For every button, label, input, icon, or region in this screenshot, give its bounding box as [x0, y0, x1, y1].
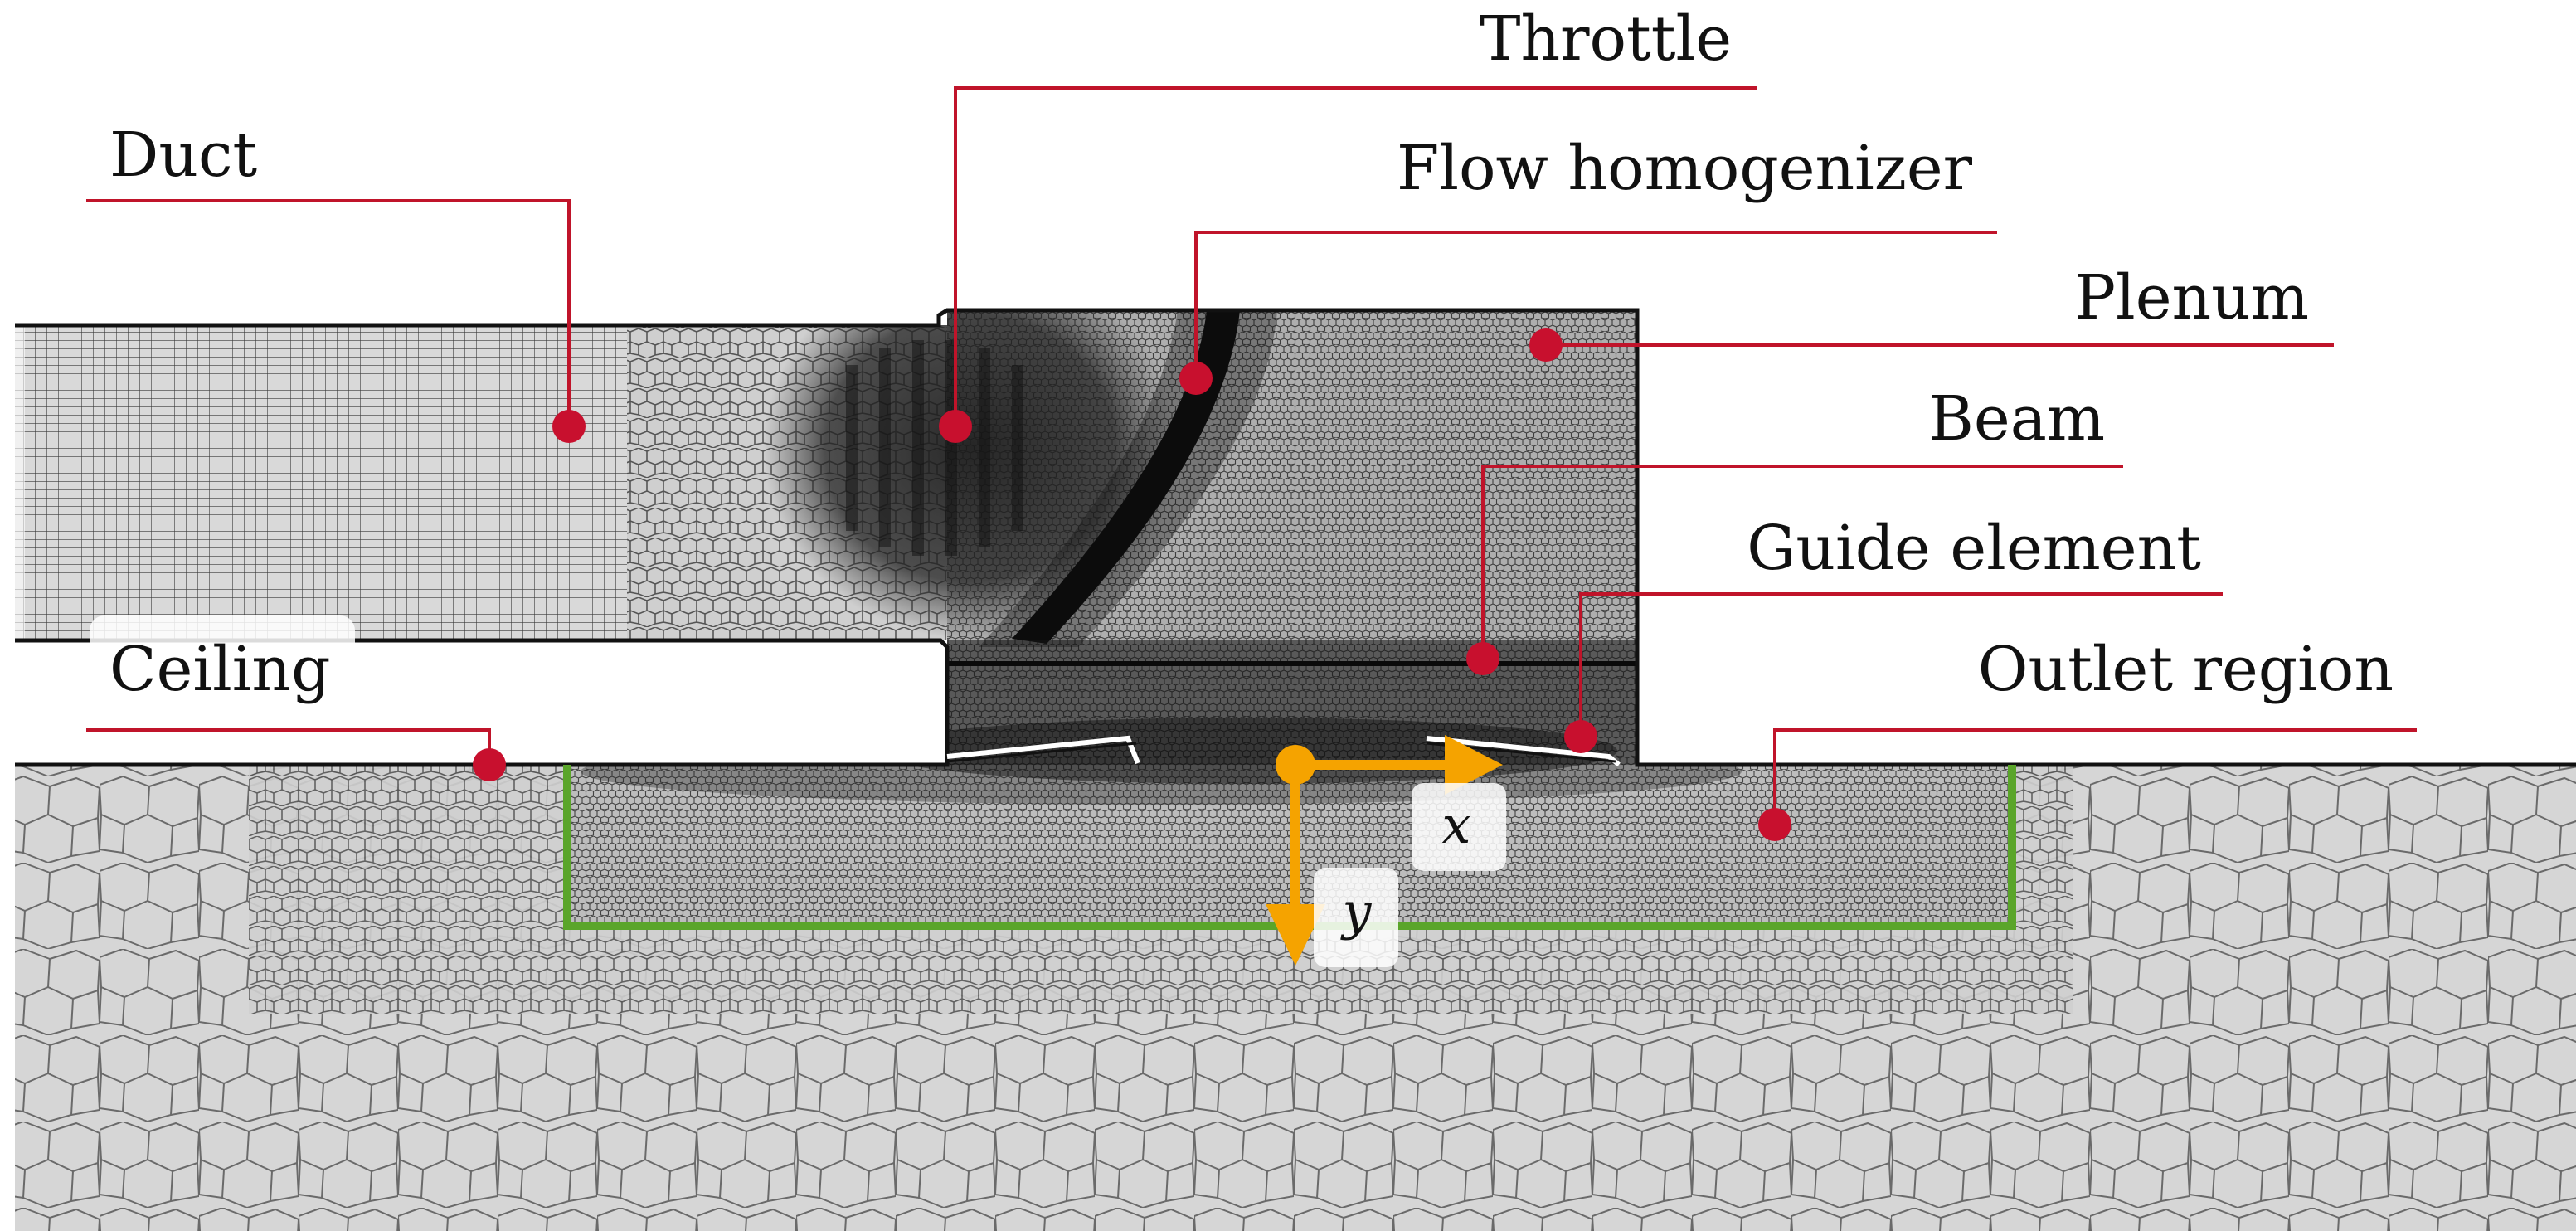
outlet-region-marker [1758, 808, 1791, 841]
coordinate-axes: x y [1266, 735, 1506, 967]
x-axis-arrowhead [1445, 735, 1503, 795]
flow-homogenizer-halo [979, 310, 1277, 647]
throttle-refinement [763, 257, 1178, 639]
duct-marker [552, 410, 586, 443]
duct-region [15, 325, 627, 640]
callout-leaders [86, 86, 2417, 825]
throttle-bands [846, 340, 1023, 556]
flow-homogenizer-leader [1194, 231, 1997, 378]
outlet-region-leader [1773, 728, 2417, 825]
throttle-leader [954, 86, 1757, 426]
guide-element-label: Guide element [1747, 513, 2201, 584]
flow-homogenizer-shape [1012, 310, 1240, 644]
plenum-marker [1529, 328, 1563, 362]
guide-element-marker [1564, 720, 1597, 753]
throttle-label: Throttle [1480, 3, 1732, 75]
beam-label: Beam [1929, 383, 2105, 455]
y-axis-label: y [1339, 881, 1372, 941]
beam-marker [1466, 642, 1499, 675]
x-axis-label: x [1442, 795, 1471, 855]
outlet-region-label: Outlet region [1978, 634, 2394, 705]
guide-element-leader [1579, 592, 2223, 737]
ceiling-marker [473, 748, 506, 781]
x-label-box [1412, 783, 1506, 871]
callout-markers [473, 328, 1791, 841]
ceiling-label-backdrop [90, 616, 355, 708]
flow-homogenizer-label: Flow homogenizer [1397, 133, 1973, 204]
duct-label: Duct [109, 119, 257, 191]
duct-fade-edge [0, 325, 25, 640]
y-label-box [1314, 868, 1398, 967]
y-axis-arrowhead [1266, 904, 1325, 966]
throttle-marker [939, 410, 972, 443]
origin-marker [1276, 745, 1315, 785]
ceiling-label: Ceiling [109, 634, 330, 705]
flow-homogenizer-marker [1179, 362, 1213, 395]
beam-leader [1481, 465, 2123, 659]
plenum-label: Plenum [2074, 262, 2309, 333]
duct-leader [86, 199, 571, 426]
